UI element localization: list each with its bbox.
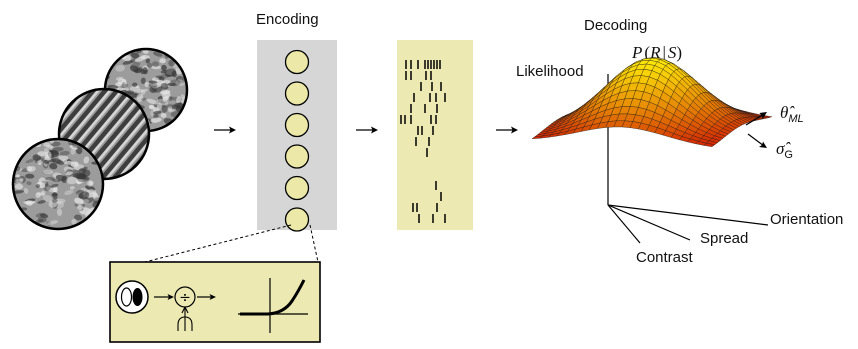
neuron (284, 175, 310, 201)
neuron-population (284, 49, 310, 232)
arrow-spikes-to-decoding (496, 126, 518, 134)
nonlinearity-plot (238, 278, 308, 333)
neuron (284, 144, 310, 169)
arrow-stimulus-to-encoding (214, 126, 236, 134)
theta-ml-estimate: θ̂ML (780, 103, 804, 125)
likelihood-axis-label: Likelihood (516, 63, 584, 80)
neuron-model-inset: ÷ (109, 261, 321, 343)
zoom-line-left (144, 224, 292, 263)
spike-raster (400, 60, 446, 223)
spread-axis-label: Spread (700, 230, 748, 247)
spike-raster-panel (397, 40, 473, 230)
estimate-arrows (745, 112, 767, 148)
orientation-axis-label: Orientation (770, 211, 843, 228)
stimulus-patch-noise-bottom (11, 137, 105, 231)
arrow-encoding-to-spikes (356, 126, 378, 134)
likelihood-formula: P(R|S) (631, 43, 682, 62)
neuron (284, 81, 310, 106)
neuron (284, 112, 310, 138)
neuron (284, 207, 310, 232)
neuron (284, 49, 310, 75)
contrast-axis-label: Contrast (636, 249, 694, 266)
surface-patch (703, 143, 716, 147)
zoom-line-right (309, 224, 319, 263)
decoding-label: Decoding (584, 17, 647, 34)
divide-symbol: ÷ (179, 290, 191, 306)
encoding-label: Encoding (256, 11, 319, 28)
normalization-pool-icon (177, 306, 193, 331)
sigma-g-estimate: σ̂G (776, 139, 793, 161)
likelihood-surface (531, 57, 773, 147)
